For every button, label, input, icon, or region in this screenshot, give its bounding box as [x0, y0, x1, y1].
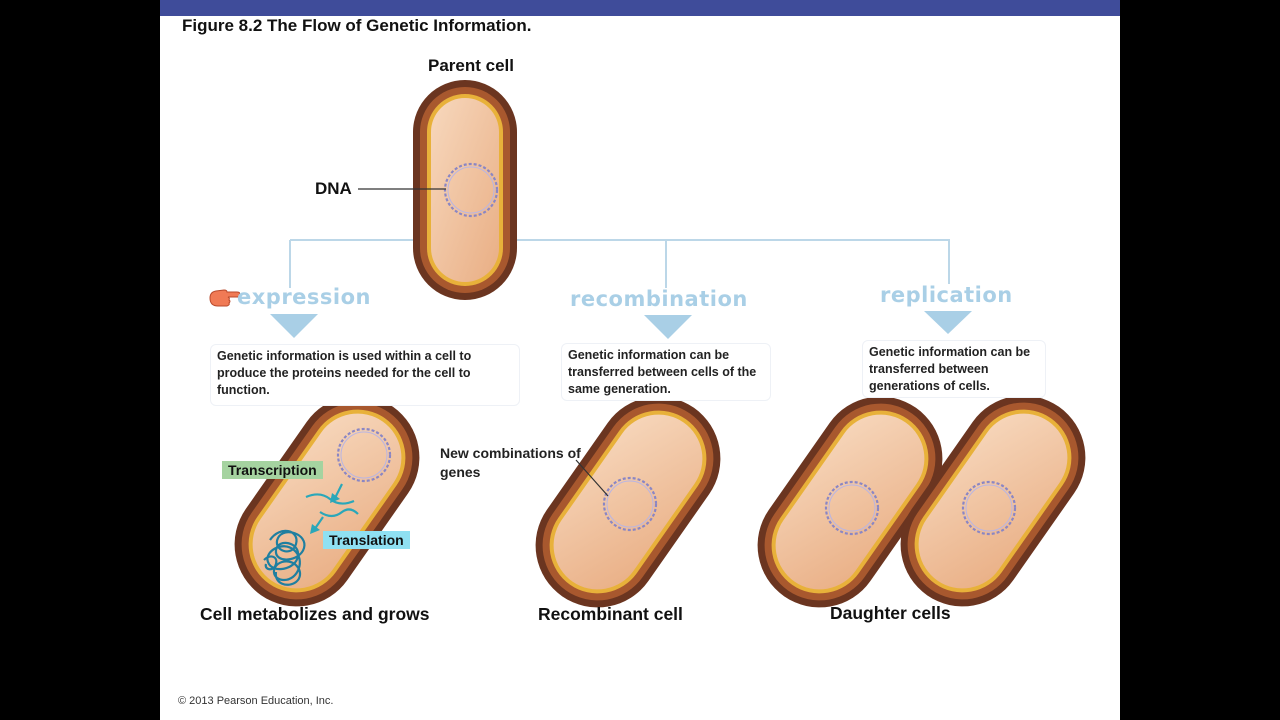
flow-diagram: [234, 80, 1086, 608]
protein-coil: [263, 529, 306, 586]
recombinant-caption: Recombinant cell: [538, 604, 683, 624]
expression-arrow: [270, 314, 318, 338]
expression-description: Genetic information is used within a cel…: [210, 344, 520, 406]
recombination-description: Genetic information can be transferred b…: [561, 343, 771, 401]
daughter-caption: Daughter cells: [830, 603, 951, 623]
parent-cell-label: Parent cell: [428, 56, 514, 75]
parent-cell: [413, 80, 517, 300]
recombination-label: recombination: [570, 287, 748, 311]
pointing-hand-icon: [209, 289, 240, 307]
daughter-cell-left: [757, 396, 943, 608]
figure-title: Figure 8.2 The Flow of Genetic Informati…: [182, 16, 532, 35]
recombinant-cell: [535, 396, 721, 608]
mrna-strands: [305, 483, 359, 534]
metabolizing-cell: [234, 395, 420, 607]
metabolizes-caption: Cell metabolizes and grows: [200, 604, 430, 624]
replication-label: replication: [880, 283, 1013, 307]
transcription-label: Transcription: [222, 461, 323, 479]
slide: Figure 8.2 The Flow of Genetic Informati…: [160, 0, 1120, 720]
header-bar: [160, 0, 1120, 16]
copyright-notice: © 2013 Pearson Education, Inc.: [178, 695, 334, 707]
dna-label: DNA: [315, 179, 352, 198]
replication-arrow: [924, 311, 972, 334]
new-combinations-label: New combinations of genes: [440, 445, 581, 480]
translation-label: Translation: [323, 531, 410, 549]
expression-label: expression: [237, 285, 371, 309]
newcomb-pointer-line: [575, 459, 609, 497]
daughter-cell-right: [900, 395, 1086, 607]
recombination-arrow: [644, 315, 692, 339]
connector-lines: [289, 220, 950, 288]
replication-description: Genetic information can be transferred b…: [862, 340, 1046, 398]
